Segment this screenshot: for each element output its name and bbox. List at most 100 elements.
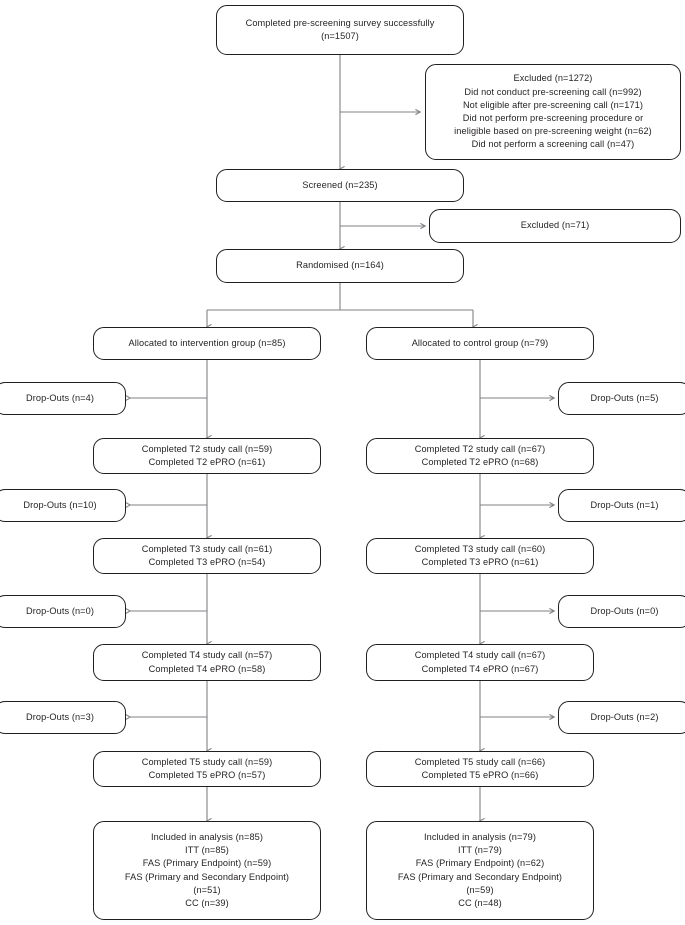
node-dropouts-t2-left: Drop-Outs (n=4) xyxy=(0,382,126,415)
node-text-line: Drop-Outs (n=1) xyxy=(590,499,659,510)
node-randomised-text: Randomised (n=164) xyxy=(223,259,457,272)
node-screened-text: Screened (n=235) xyxy=(223,179,457,192)
node-text-line: FAS (Primary Endpoint) (n=59) xyxy=(142,858,272,869)
node-text-line: FAS (Primary and Secondary Endpoint) xyxy=(124,871,290,882)
node-dropouts-t3-left-text: Drop-Outs (n=10) xyxy=(1,499,119,512)
node-text-line: Did not conduct pre-screening call (n=99… xyxy=(464,86,642,97)
node-text-line: (n=59) xyxy=(466,884,494,895)
node-text-line: Excluded (n=1272) xyxy=(513,73,593,84)
node-text-line: Drop-Outs (n=4) xyxy=(25,392,94,403)
node-dropouts-t4-right: Drop-Outs (n=0) xyxy=(558,595,685,628)
node-dropouts-t2-left-text: Drop-Outs (n=4) xyxy=(1,392,119,405)
node-text-line: Completed T2 ePRO (n=61) xyxy=(148,457,266,467)
node-dropouts-t3-left: Drop-Outs (n=10) xyxy=(0,489,126,522)
node-text-line: Included in analysis (n=79) xyxy=(423,831,537,842)
node-excluded-prescreening: Excluded (n=1272) Did not conduct pre-scr… xyxy=(425,64,681,160)
node-text-line: Excluded (n=71) xyxy=(520,220,590,231)
node-text-line: Completed T5 study call (n=59) xyxy=(141,756,273,767)
node-text-line: Drop-Outs (n=2) xyxy=(590,711,659,722)
node-text-line: Did not perform a screening call (n=47) xyxy=(471,139,635,150)
node-text-line: Allocated to control group (n=79) xyxy=(411,337,549,348)
node-text-line: Completed pre-screening survey successfu… xyxy=(245,17,435,28)
node-text-line: Drop-Outs (n=3) xyxy=(25,711,94,722)
node-dropouts-t5-left-text: Drop-Outs (n=3) xyxy=(1,711,119,724)
node-dropouts-t4-right-text: Drop-Outs (n=0) xyxy=(565,605,684,618)
node-text-line: Completed T5 study call (n=66) xyxy=(414,756,546,767)
node-allocated-intervention-text: Allocated to intervention group (n=85) xyxy=(100,337,314,350)
node-t4-left: Completed T4 study call (n=57) Completed … xyxy=(93,644,321,681)
node-t2-right-text: Completed T2 study call (n=67) Completed … xyxy=(373,443,587,469)
node-text-line: Completed T3 ePRO (n=61) xyxy=(421,557,539,567)
node-dropouts-t2-right-text: Drop-Outs (n=5) xyxy=(565,392,684,405)
node-analysis-left: Included in analysis (n=85) ITT (n=85) FAS… xyxy=(93,821,321,920)
node-dropouts-t5-left: Drop-Outs (n=3) xyxy=(0,701,126,734)
node-t5-left: Completed T5 study call (n=59) Completed … xyxy=(93,751,321,787)
node-t3-right: Completed T3 study call (n=60) Completed … xyxy=(366,538,594,574)
node-text-line: ITT (n=79) xyxy=(458,845,502,856)
node-text-line: CC (n=48) xyxy=(458,897,502,908)
node-text-line: Allocated to intervention group (n=85) xyxy=(128,337,286,348)
node-dropouts-t4-left: Drop-Outs (n=0) xyxy=(0,595,126,628)
node-analysis-left-text: Included in analysis (n=85) ITT (n=85) FAS… xyxy=(100,831,314,910)
node-t4-right: Completed T4 study call (n=67) Completed … xyxy=(366,644,594,681)
node-text-line: Completed T4 ePRO (n=67) xyxy=(421,663,539,674)
node-dropouts-t4-left-text: Drop-Outs (n=0) xyxy=(1,605,119,618)
node-analysis-right: Included in analysis (n=79) ITT (n=79) FAS… xyxy=(366,821,594,920)
node-allocated-control: Allocated to control group (n=79) xyxy=(366,327,594,360)
node-t2-right: Completed T2 study call (n=67) Completed … xyxy=(366,438,594,474)
node-text-line: ineligible based on pre-screening weight… xyxy=(454,126,652,137)
node-dropouts-t5-right: Drop-Outs (n=2) xyxy=(558,701,685,734)
node-text-line: Completed T3 study call (n=61) xyxy=(141,543,273,554)
node-text-line: (n=51) xyxy=(193,884,221,895)
node-text-line: Drop-Outs (n=0) xyxy=(590,605,659,616)
node-text-line: Completed T5 ePRO (n=57) xyxy=(148,770,266,780)
node-text-line: Included in analysis (n=85) xyxy=(150,831,264,842)
node-t5-left-text: Completed T5 study call (n=59) Completed … xyxy=(100,756,314,782)
node-dropouts-t5-right-text: Drop-Outs (n=2) xyxy=(565,711,684,724)
node-text-line: Completed T3 ePRO (n=54) xyxy=(148,557,266,567)
node-text-line: CC (n=39) xyxy=(185,897,229,908)
node-text-line: Drop-Outs (n=10) xyxy=(23,499,97,510)
node-t2-left-text: Completed T2 study call (n=59) Completed … xyxy=(100,443,314,469)
node-t4-left-text: Completed T4 study call (n=57) Completed … xyxy=(100,649,314,675)
node-excluded-screening: Excluded (n=71) xyxy=(429,209,681,243)
node-allocated-intervention: Allocated to intervention group (n=85) xyxy=(93,327,321,360)
node-t4-right-text: Completed T4 study call (n=67) Completed … xyxy=(373,649,587,675)
node-text-line: Randomised (n=164) xyxy=(296,260,384,271)
node-dropouts-t2-right: Drop-Outs (n=5) xyxy=(558,382,685,415)
node-t3-left-text: Completed T3 study call (n=61) Completed … xyxy=(100,543,314,569)
node-text-line: Drop-Outs (n=5) xyxy=(590,392,659,403)
node-prescreening-text: Completed pre-screening survey successfu… xyxy=(223,17,457,43)
node-text-line: ITT (n=85) xyxy=(185,845,229,856)
node-text-line: Completed T5 ePRO (n=66) xyxy=(421,770,539,780)
node-t3-right-text: Completed T3 study call (n=60) Completed … xyxy=(373,543,587,569)
node-text-line: Completed T2 ePRO (n=68) xyxy=(421,457,539,467)
node-text-line: Completed T4 study call (n=67) xyxy=(414,650,546,661)
node-text-line: FAS (Primary and Secondary Endpoint) xyxy=(397,871,563,882)
node-prescreening: Completed pre-screening survey successfu… xyxy=(216,5,464,55)
node-text-line: Did not perform pre-screening procedure … xyxy=(462,113,644,123)
node-t5-right-text: Completed T5 study call (n=66) Completed … xyxy=(373,756,587,782)
node-screened: Screened (n=235) xyxy=(216,169,464,202)
node-text-line: Screened (n=235) xyxy=(302,179,378,190)
node-text-line: Completed T2 study call (n=67) xyxy=(414,443,546,454)
node-text-line: Not eligible after pre-screening call (n… xyxy=(462,99,644,110)
node-text-line: Drop-Outs (n=0) xyxy=(25,605,94,616)
connector-randomised-split xyxy=(207,283,473,311)
node-excluded-prescreening-text: Excluded (n=1272) Did not conduct pre-scr… xyxy=(432,72,674,151)
node-text-line: (n=1507) xyxy=(321,31,359,41)
node-text-line: Completed T3 study call (n=60) xyxy=(414,543,546,554)
node-dropouts-t3-right: Drop-Outs (n=1) xyxy=(558,489,685,522)
node-analysis-right-text: Included in analysis (n=79) ITT (n=79) FAS… xyxy=(373,831,587,910)
node-text-line: Completed T4 ePRO (n=58) xyxy=(148,663,266,674)
node-excluded-screening-text: Excluded (n=71) xyxy=(436,219,674,232)
node-text-line: FAS (Primary Endpoint) (n=62) xyxy=(415,858,545,869)
node-t2-left: Completed T2 study call (n=59) Completed … xyxy=(93,438,321,474)
node-allocated-control-text: Allocated to control group (n=79) xyxy=(373,337,587,350)
node-t3-left: Completed T3 study call (n=61) Completed … xyxy=(93,538,321,574)
node-text-line: Completed T4 study call (n=57) xyxy=(141,650,273,661)
node-text-line: Completed T2 study call (n=59) xyxy=(141,443,273,454)
node-dropouts-t3-right-text: Drop-Outs (n=1) xyxy=(565,499,684,512)
node-t5-right: Completed T5 study call (n=66) Completed … xyxy=(366,751,594,787)
